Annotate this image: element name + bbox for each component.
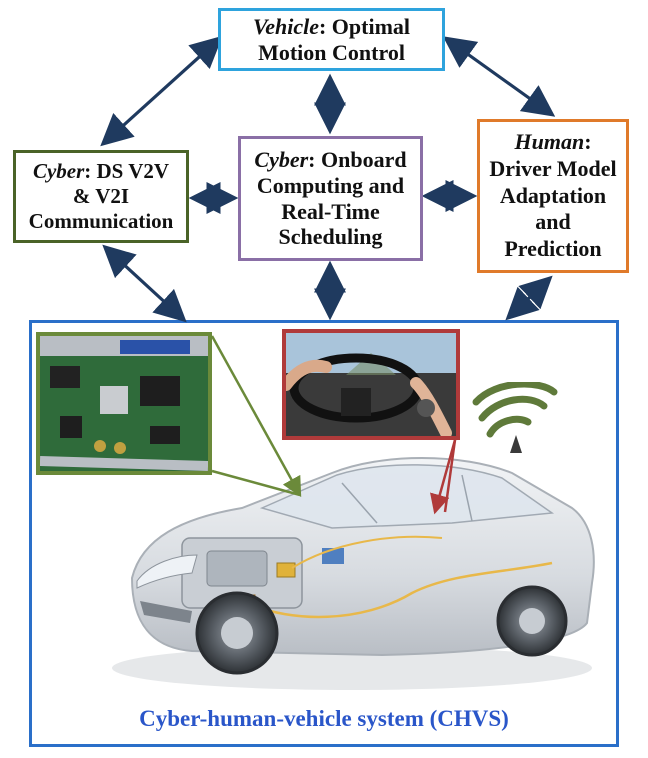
cyber-computing-box: Cyber: Onboard Computing and Real-Time S… <box>238 136 423 261</box>
cyber-center-line1: : Onboard <box>308 146 407 172</box>
circuit-board-image <box>36 332 212 475</box>
arrow-human-chvs <box>505 275 553 321</box>
human-label: Human <box>514 128 585 154</box>
car-xray-image <box>112 435 595 690</box>
human-line3: Adaptation <box>499 182 607 208</box>
cyber-center-line4: Scheduling <box>278 224 383 250</box>
wheel-connector-right <box>443 439 457 513</box>
human-driver-box: Human: Driver Model Adaptation and Predi… <box>477 119 629 273</box>
ecu-connector-lower <box>211 469 301 497</box>
cyber-left-line1: : DS V2V <box>84 159 170 184</box>
chvs-caption: Cyber-human-vehicle system (CHVS) <box>139 706 509 731</box>
arrow-vehicle-cyber-left <box>100 35 223 147</box>
vehicle-box-line1: : Optimal <box>318 13 411 39</box>
steering-wheel-image <box>282 329 460 440</box>
human-line2: Driver Model <box>489 155 617 181</box>
arrow-cyber-left-chvs <box>102 244 187 323</box>
cyber-left-line3: Communication <box>28 208 174 233</box>
cyber-communication-box: Cyber: DS V2V & V2I Communication <box>13 150 189 243</box>
vehicle-box-label: Vehicle <box>252 13 319 39</box>
arrow-vehicle-human <box>442 36 556 117</box>
wifi-signal-icon <box>472 382 558 438</box>
cyber-center-line2: Computing and <box>256 172 405 198</box>
cyber-left-line2: & V2I <box>72 184 130 209</box>
cyber-center-label: Cyber <box>254 146 309 172</box>
cyber-center-line3: Real-Time <box>281 198 380 224</box>
human-line5: Prediction <box>504 236 602 262</box>
cyber-left-label: Cyber <box>32 159 85 184</box>
vehicle-box-line2: Motion Control <box>258 39 405 65</box>
vehicle-box: Vehicle: Optimal Motion Control <box>218 8 445 71</box>
human-line4: and <box>535 209 571 235</box>
human-line1: : <box>584 128 592 154</box>
wheel-connector-left <box>430 439 457 515</box>
ecu-connector-upper <box>210 335 302 498</box>
